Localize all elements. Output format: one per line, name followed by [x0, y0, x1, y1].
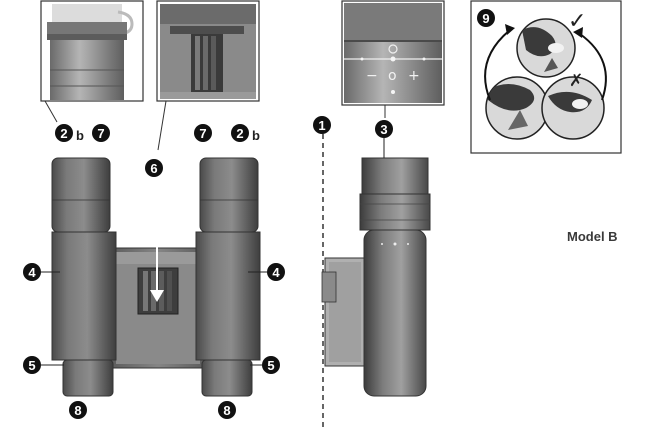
- svg-text:4: 4: [28, 265, 36, 280]
- svg-text:7: 7: [97, 126, 104, 141]
- callout-7-left: 7: [92, 124, 110, 142]
- incorrect-cross-icon: ✗: [569, 71, 583, 91]
- binocular-front-view: [51, 157, 261, 397]
- callout-8-left: 8: [69, 401, 87, 419]
- svg-text:2: 2: [60, 126, 67, 141]
- eyecup-inset: [40, 0, 144, 102]
- callout-4-left: 4: [23, 263, 60, 281]
- callout-3: 3: [375, 120, 393, 158]
- callout-5-right: 5: [250, 356, 280, 374]
- diopter-minus-label: −: [366, 68, 378, 84]
- svg-text:6: 6: [150, 161, 157, 176]
- diopter-plus-label: +: [408, 68, 420, 84]
- ipd-adjustment-inset: ✓ ✗: [470, 0, 622, 154]
- svg-text:8: 8: [223, 403, 230, 418]
- svg-text:b: b: [252, 128, 260, 143]
- svg-text:9: 9: [482, 11, 489, 26]
- svg-text:7: 7: [199, 126, 206, 141]
- focus-wheel-inset: [156, 0, 260, 102]
- svg-text:4: 4: [272, 265, 280, 280]
- callout-8-right: 8: [218, 401, 236, 419]
- callout-9: 9: [477, 9, 495, 27]
- svg-text:8: 8: [74, 403, 81, 418]
- binocular-side-view: [321, 134, 431, 428]
- diopter-zero-label: o: [388, 68, 397, 84]
- callout-2-right: 2 b: [231, 124, 260, 143]
- diopter-scale-inset: − o +: [341, 0, 445, 106]
- svg-text:5: 5: [28, 358, 35, 373]
- svg-text:1: 1: [318, 118, 325, 133]
- correct-check-icon: ✓: [568, 9, 586, 34]
- callout-6: 6: [145, 159, 163, 177]
- callout-1: 1: [313, 116, 331, 134]
- svg-text:b: b: [76, 128, 84, 143]
- svg-text:5: 5: [267, 358, 274, 373]
- callout-4-right: 4: [248, 263, 285, 281]
- callout-7-right: 7: [194, 124, 212, 142]
- svg-text:2: 2: [236, 126, 243, 141]
- model-label: Model B: [567, 229, 618, 244]
- svg-text:3: 3: [380, 122, 387, 137]
- callout-5-left: 5: [23, 356, 64, 374]
- callout-2-left: 2 b: [55, 124, 84, 143]
